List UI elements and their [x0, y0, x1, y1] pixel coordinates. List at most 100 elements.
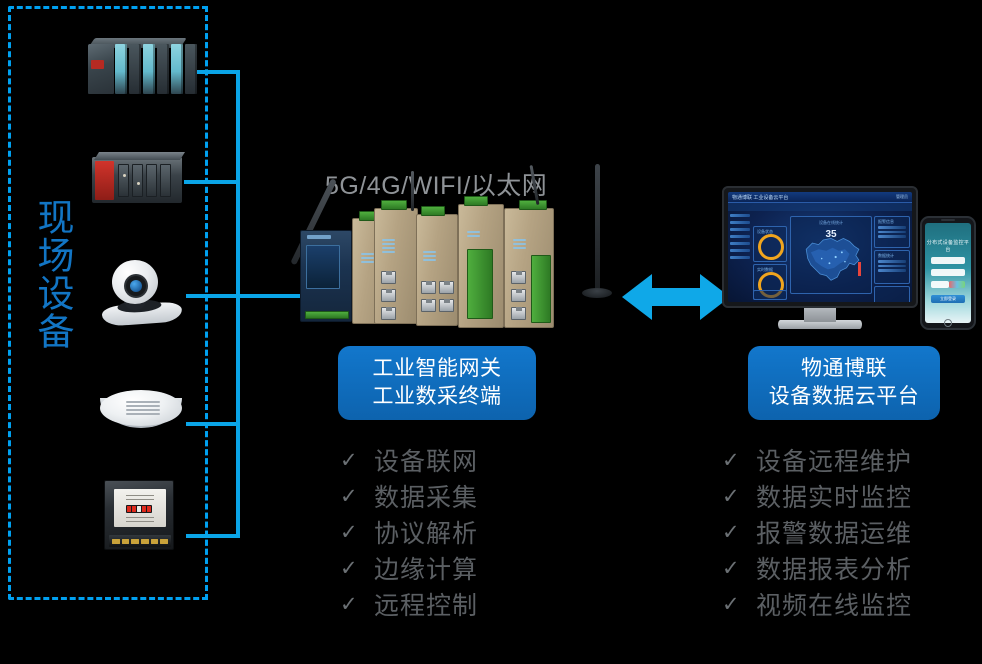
- dashboard-donut-panel-1: 设备状态: [753, 226, 787, 262]
- gateway-gold-5: [504, 165, 554, 328]
- mini-bar-chart: [858, 262, 866, 277]
- device-ip-camera: [100, 258, 186, 327]
- status-leds: [513, 239, 526, 249]
- meter-terminal: [160, 538, 169, 544]
- dashboard-menu-item[interactable]: [730, 242, 750, 245]
- gateway-feature-list: ✓ 设备联网 ✓ 数据采集 ✓ 协议解析 ✓ 边缘计算 ✓ 远程控制: [340, 442, 478, 622]
- login-button[interactable]: 立即登录: [931, 295, 965, 303]
- feature-label: 边缘计算: [374, 556, 479, 584]
- meter-digits: [126, 505, 152, 513]
- terminal-block: [519, 200, 547, 210]
- led: [513, 239, 526, 241]
- bidirectional-arrow: [622, 272, 730, 322]
- ethernet-port: [381, 289, 396, 302]
- plc-controller-slot: [118, 164, 129, 197]
- bus-stub-camera: [186, 294, 356, 298]
- captcha-image[interactable]: [949, 281, 965, 288]
- feature-item: ✓ 远程控制: [340, 586, 478, 622]
- panel-caption: 实时数据: [757, 267, 773, 272]
- terminal-block: [421, 206, 445, 216]
- led: [382, 239, 395, 241]
- bus-stub-plc-rack: [186, 70, 240, 74]
- led: [513, 243, 526, 245]
- plc-controller-top: [94, 152, 185, 160]
- field-zone-divider: [205, 6, 208, 600]
- led: [382, 251, 395, 253]
- dashboard-header: 物通博联 工业设备云平台 管理员: [728, 192, 912, 203]
- status-leds: [423, 251, 436, 261]
- dashboard-menu-item[interactable]: [730, 256, 750, 259]
- gateway-device-cluster: [268, 164, 618, 332]
- device-electric-meter: [104, 480, 174, 560]
- terminal-block: [381, 200, 407, 210]
- dashboard-menu-item[interactable]: [730, 249, 750, 252]
- smoke-detector-face: [100, 390, 182, 426]
- panel-caption: 数据统计: [878, 253, 894, 258]
- dashboard-menu-item[interactable]: [730, 235, 750, 238]
- cloud-caption-line-2: 设备数据云平台: [768, 385, 920, 408]
- led: [382, 243, 395, 245]
- gateway-gold-2: [374, 171, 418, 324]
- meter-text-line: [126, 521, 154, 522]
- list-row: [878, 230, 906, 233]
- plc-controller-slot: [160, 164, 171, 197]
- panel-caption: 报警信息: [878, 219, 894, 224]
- antenna-icon: [411, 171, 414, 211]
- check-icon: ✓: [340, 484, 358, 508]
- feature-item: ✓ 设备联网: [340, 442, 478, 478]
- feature-item: ✓ 协议解析: [340, 514, 478, 550]
- dashboard-list-panel-2: 数据统计: [874, 250, 910, 284]
- dashboard-menu-item[interactable]: [730, 221, 750, 224]
- list-row: [878, 226, 906, 229]
- dashboard-list-panel-3: [874, 286, 910, 302]
- meter-case: [104, 480, 174, 550]
- monitor-bezel: 物通博联 工业设备云平台 管理员 设备状态: [722, 186, 918, 308]
- smoke-vent: [126, 401, 160, 403]
- meter-terminal: [150, 538, 159, 544]
- antenna-icon: [529, 165, 540, 205]
- captcha-field[interactable]: [931, 281, 949, 288]
- ethernet-port: [511, 271, 526, 284]
- ethernet-port: [381, 307, 396, 320]
- cloud-caption-box: 物通博联 设备数据云平台: [748, 346, 940, 420]
- dashboard-menu-item[interactable]: [730, 214, 750, 217]
- bus-stub-smoke: [186, 422, 240, 426]
- meter-terminal: [121, 538, 130, 544]
- meter-terminal: [112, 538, 120, 544]
- plc-module: [185, 44, 197, 94]
- smoke-vent: [126, 413, 160, 415]
- dashboard-menu-item[interactable]: [730, 228, 750, 231]
- bus-trunk-line: [236, 70, 240, 538]
- account-field[interactable]: [931, 257, 965, 264]
- led: [361, 261, 374, 263]
- monitor-base: [778, 320, 862, 329]
- gateway-gold-4: [458, 196, 504, 328]
- password-field[interactable]: [931, 269, 965, 276]
- dashboard-sidebar: [730, 214, 750, 299]
- meter-text-line: [126, 517, 154, 518]
- mobile-app-phone: 分布式设备监控平台 立即登录: [920, 216, 976, 330]
- camera-head: [112, 260, 158, 304]
- feature-label: 数据实时监控: [756, 484, 913, 512]
- list-row: [878, 260, 906, 263]
- antenna-icon: [582, 164, 612, 298]
- bus-stub-plc-controller: [184, 180, 240, 184]
- monitor-stand: [804, 306, 836, 322]
- led: [467, 235, 480, 237]
- network-type-label: 5G/4G/WIFI/以太网: [325, 172, 548, 200]
- led: [361, 257, 374, 259]
- led: [382, 247, 395, 249]
- meter-text-line: [126, 499, 154, 500]
- list-row: [878, 235, 906, 238]
- feature-label: 协议解析: [374, 520, 479, 548]
- led: [423, 251, 436, 253]
- home-button[interactable]: [944, 319, 952, 327]
- feature-label: 报警数据运维: [756, 520, 913, 548]
- gateway-gold-3: [416, 206, 458, 326]
- terminal-block-column: [467, 249, 493, 319]
- device-smoke-detector: [100, 390, 182, 436]
- dashboard-screen: 物通博联 工业设备云平台 管理员 设备状态: [728, 192, 912, 302]
- led: [423, 259, 436, 261]
- check-icon: ✓: [340, 592, 358, 616]
